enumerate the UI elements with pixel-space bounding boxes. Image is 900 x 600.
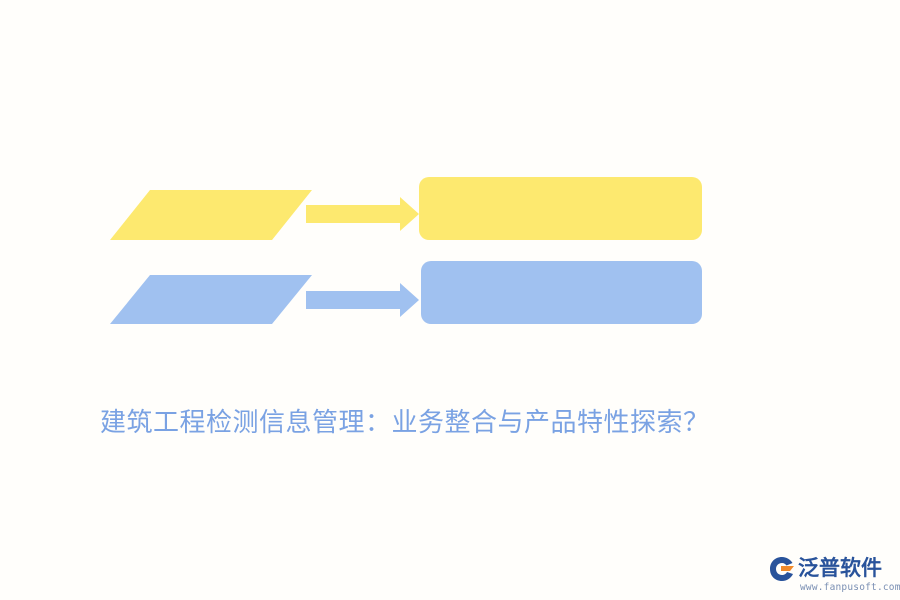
row-1-arrow	[306, 197, 419, 231]
fanpu-logo-icon	[770, 557, 794, 581]
logo-name: 泛普软件	[798, 556, 882, 580]
row-2-arrow	[306, 283, 419, 317]
row-2-parallelogram	[110, 275, 312, 324]
page-title: 建筑工程检测信息管理：业务整合与产品特性探索？	[100, 408, 710, 438]
brand-logo: 泛普软件 www.fanpusoft.com	[768, 553, 900, 597]
row-1-parallelogram	[110, 190, 312, 240]
row-2-box	[421, 261, 702, 324]
row-1-box	[419, 177, 702, 240]
logo-url: www.fanpusoft.com	[800, 582, 900, 593]
